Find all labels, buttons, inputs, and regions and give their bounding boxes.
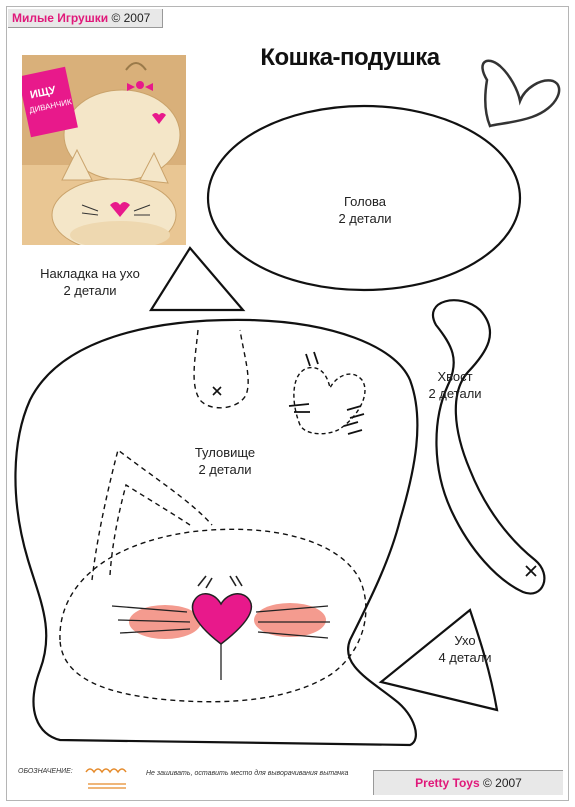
- head-piece: [206, 104, 522, 292]
- left-blush: [129, 605, 201, 639]
- eye-marks: [197, 575, 243, 589]
- header-brand: Милые Игрушки: [12, 11, 109, 25]
- ear-patch-count: 2 детали: [63, 283, 117, 298]
- header-year: © 2007: [111, 11, 151, 25]
- ear-piece: [378, 608, 499, 712]
- page-title: Кошка-подушка: [260, 44, 440, 71]
- heart-appliqué-line: [293, 366, 366, 435]
- header-brand-box: Милые Игрушки © 2007: [8, 9, 163, 28]
- legend-text: Не зашивать, оставить место для выворачи…: [146, 770, 349, 777]
- footer-year: © 2007: [482, 776, 522, 790]
- heart-outline-icon: [481, 59, 561, 128]
- dart-symbol: [88, 783, 126, 789]
- stitch-symbol: [85, 768, 127, 774]
- tail-label: Хвост 2 детали: [405, 368, 505, 402]
- body-label: Туловище 2 детали: [160, 444, 290, 478]
- body-piece: [14, 318, 419, 747]
- tail-count: 2 детали: [428, 386, 482, 401]
- dart-line: [193, 329, 249, 409]
- ear-label: Ухо 4 детали: [420, 632, 510, 666]
- footer-brand: Pretty Toys: [415, 776, 480, 790]
- photo-tag-line1: ИЩУ: [29, 84, 57, 101]
- whiskers-left: [111, 605, 191, 634]
- tail-cross-mark: [525, 565, 537, 577]
- head-count: 2 детали: [338, 211, 392, 226]
- heart-nose-icon: [191, 593, 253, 645]
- right-blush: [254, 603, 326, 637]
- product-photo: ИЩУ ДИВАНЧИК: [22, 55, 186, 245]
- ear-name: Ухо: [454, 633, 476, 648]
- legend: ОБОЗНАЧЕНИЕ: Не зашивать, оставить место…: [18, 766, 378, 796]
- ear-placement-line: [91, 448, 213, 581]
- tail-piece: [432, 299, 546, 595]
- body-count: 2 детали: [198, 462, 252, 477]
- ear-patch-piece: [149, 246, 246, 312]
- head-label: Голова 2 детали: [290, 193, 440, 227]
- whiskers-right: [255, 605, 330, 639]
- legend-key: ОБОЗНАЧЕНИЕ:: [18, 768, 73, 775]
- page-frame: [6, 6, 569, 801]
- head-name: Голова: [343, 194, 387, 209]
- body-cross-mark: [212, 386, 222, 396]
- ear-patch-label: Накладка на ухо 2 детали: [20, 265, 160, 299]
- tail-name: Хвост: [437, 369, 473, 384]
- footer-brand-box: Pretty Toys © 2007: [373, 770, 563, 795]
- body-name: Туловище: [194, 445, 256, 460]
- ear-patch-name: Накладка на ухо: [40, 266, 140, 281]
- face-placement-line: [59, 528, 367, 703]
- ear-count: 4 детали: [438, 650, 492, 665]
